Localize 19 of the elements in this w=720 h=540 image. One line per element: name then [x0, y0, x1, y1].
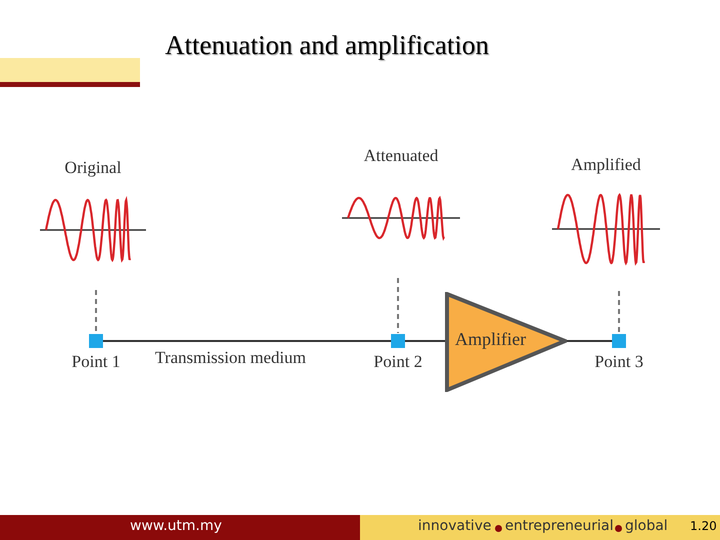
footer-text: innovative [418, 518, 492, 534]
dashed-connector [95, 290, 97, 333]
footer-text: entrepreneurial [505, 518, 614, 534]
dashed-connector [618, 291, 620, 333]
amplifier-label: Amplifier [455, 329, 526, 350]
point-label: Point 1 [70, 352, 122, 372]
signal-label: Attenuated [362, 146, 440, 166]
footer-text: www.utm.my [130, 518, 222, 534]
transmission-line [405, 340, 447, 342]
point-label: Point 2 [372, 352, 424, 372]
page-number: 1.20 [690, 519, 717, 533]
signal-label: Original [64, 158, 122, 178]
transmission-line [567, 340, 612, 342]
point-label: Point 3 [594, 352, 644, 372]
signal-label: Amplified [570, 155, 642, 175]
footer-text: global [625, 518, 668, 534]
dashed-connector [397, 278, 399, 333]
transmission-line [103, 340, 391, 342]
slide-title: Attenuation and amplification [165, 30, 489, 61]
